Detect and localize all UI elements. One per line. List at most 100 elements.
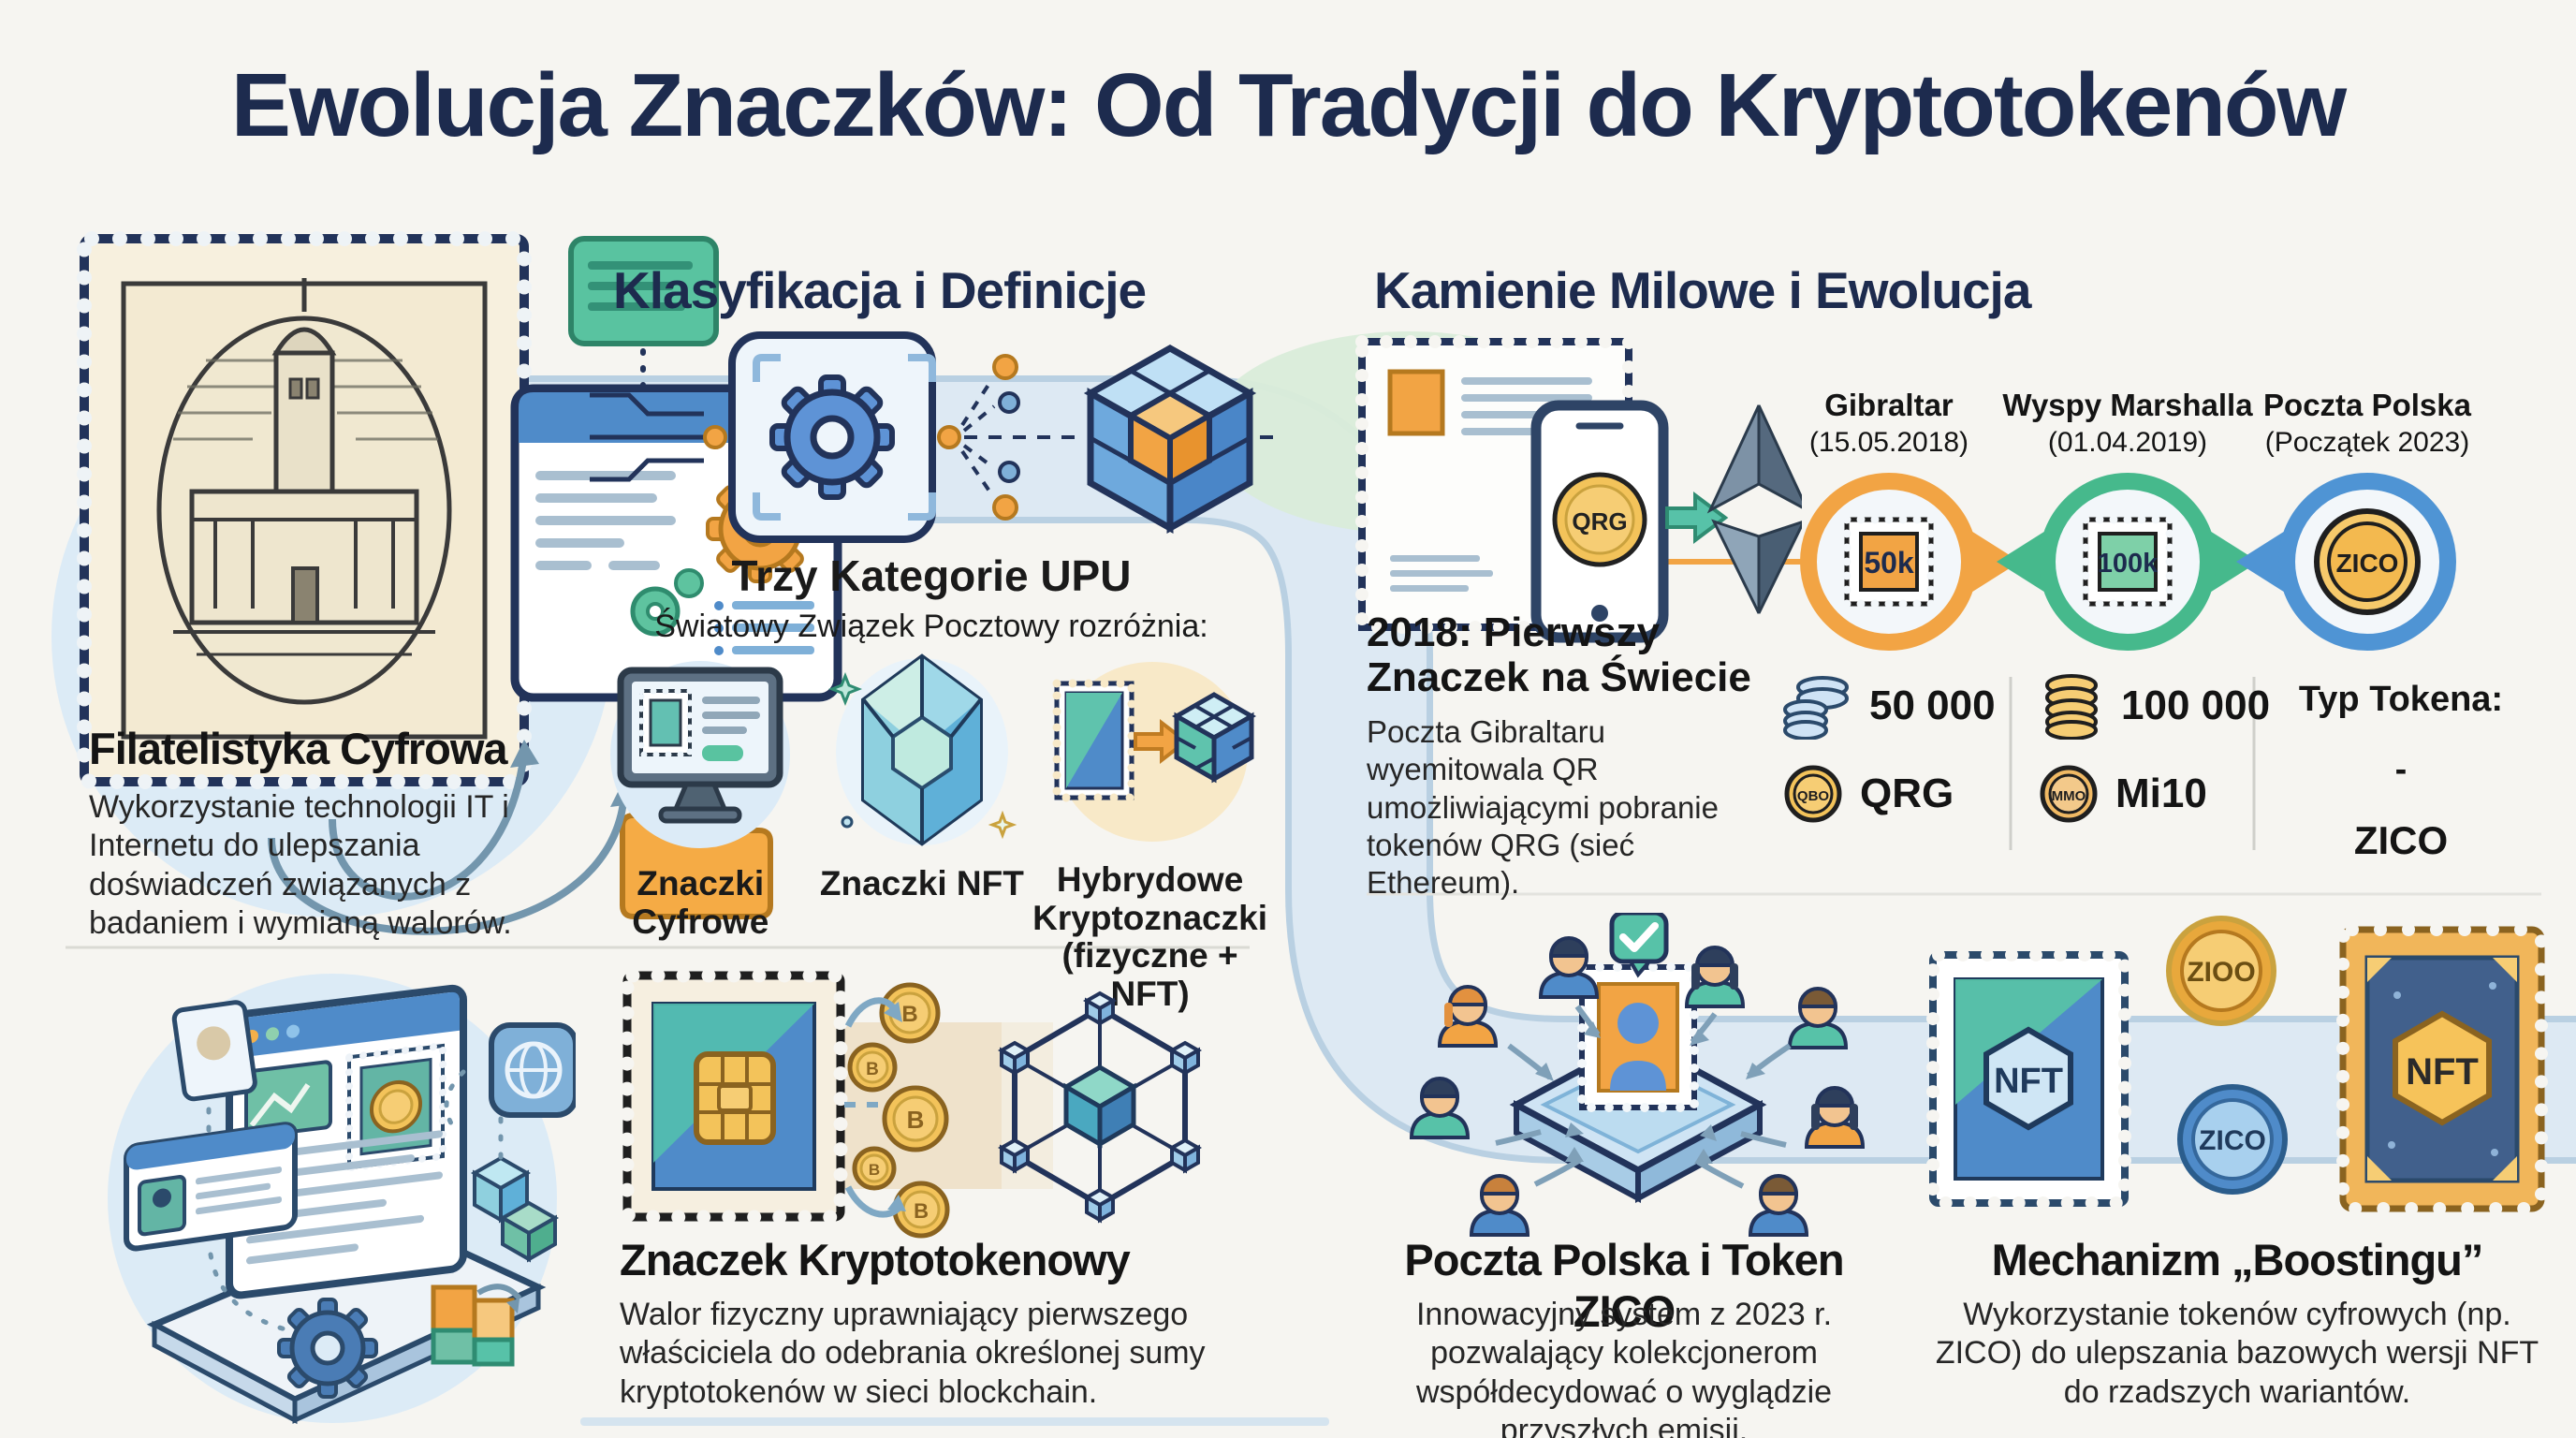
photo-card-icon [171,1000,257,1102]
first-world-heading: 2018: Pierwszy Znaczek na Świecie [1367,609,1751,701]
token-coins: B B B B B [847,982,950,1239]
green-arrow-icon [1665,492,1729,544]
avatar [1437,985,1499,1048]
milestone-marshall: Wyspy Marshalla (01.04.2019) 100k [2002,388,2253,651]
note-card-icon [568,236,719,346]
cube-icon [1083,344,1257,534]
community-voting-illustration [1409,913,1866,1237]
ethereum-icon [1706,404,1802,614]
page-title: Ewolucja Znaczków: Od Tradycji do Krypto… [230,55,2347,155]
crypto-stamp-heading: Znaczek Kryptotokenowy [620,1235,1131,1284]
boosting-body: Wykorzystanie tokenów cyfrowych (np. ZIC… [1935,1297,2539,1410]
milestone-date: (15.05.2018) [1809,427,1969,458]
avatar [1409,1077,1471,1139]
blocks-icon [431,1284,522,1367]
upu-subtitle: Światowy Związek Pocztowy rozróżnia: [654,609,1208,644]
category-label: Znaczki Cyfrowe [632,864,769,941]
node-dot [703,425,727,449]
stat-marshall: 100 000 MMO Mi10 [2039,672,2270,824]
milestone-place: Gibraltar [1824,388,1954,422]
milestone-place: Wyspy Marshalla [2002,388,2253,422]
token-type-label: Typ Tokena: [2298,680,2504,719]
arrowhead [887,1195,906,1211]
qrg-coin-label: QRG [1572,507,1627,536]
svg-text:ZICO: ZICO [2199,1125,2266,1156]
chip-stamp-icon [620,968,848,1225]
screen-stamp-coin [345,1041,446,1172]
sparkle-icon [988,810,1017,840]
first-world-body: Poczta Gibraltaru wyemitowala QR umożliw… [1367,714,1719,900]
svg-text:B: B [866,1060,879,1079]
milestone-badge: ZICO [2336,549,2399,578]
vertex-cubes [997,990,1203,1224]
nft-stamp-rare-gold: NFT [2336,923,2548,1215]
svg-text:ZIOO: ZIOO [2187,957,2255,988]
gear-icon [277,1298,378,1399]
avatar [1748,1174,1809,1237]
letter-stamp-icon [1355,335,1635,634]
crypto-stamp-illustration: B B B B B [620,968,1203,1239]
stat-token-type: Typ Tokena: - ZICO [2265,680,2537,863]
qrg-token-coin-icon: QBO [1784,765,1842,823]
zico-coin: ZICO [2314,508,2421,615]
circuit-lines [590,392,704,482]
arrowhead [884,1002,902,1022]
category-label: Hybrydowe Kryptoznaczki (fizyczne + NFT) [1032,860,1267,1014]
vintage-stamp-icon [77,231,532,789]
coin-glyph: QBO [1797,788,1830,804]
philately-heading: Filatelistyka Cyfrowa [89,724,508,773]
token-name: Mi10 [2115,770,2207,816]
svg-text:B: B [901,1002,917,1027]
check-bubble-icon [1609,913,1669,978]
monitor-stamp-icon [610,661,791,848]
townhall-building [173,278,435,656]
zico-body: Innowacyjny system z 2023 r. pozwalający… [1415,1297,1833,1438]
milestone-badge: 50k [1864,546,1914,580]
svg-text:B: B [914,1199,929,1223]
svg-text:B: B [907,1106,925,1134]
nft-label: NFT [1994,1062,2063,1101]
avatar [1469,1174,1530,1237]
sparkle-icon [827,671,862,707]
milestone-gibraltar: Gibraltar (15.05.2018) 50k [1800,388,1978,651]
milestones-timeline: Gibraltar (15.05.2018) 50k Wyspy Marshal… [1800,388,2472,651]
hybrid-stamp-icon [1052,662,1256,842]
token-type-dash: - [2394,750,2408,789]
category-digital-stamps: Znaczki Cyfrowe [590,644,812,1014]
milestone-place: Poczta Polska [2263,388,2472,422]
nft-stamp-basic: NFT [1926,948,2131,1210]
milestone-badge: 100k [2098,549,2159,579]
vote-arrowheads [1535,1021,1765,1164]
blockchain-node-icon [997,990,1203,1224]
first-crypto-stamp-illustration: QRG [1355,335,1802,643]
avatar [1538,936,1600,999]
token-name: QRG [1860,770,1954,816]
coin-stack-icon [1783,676,1849,740]
coin-stack-icon [2045,674,2098,740]
id-card-icon [124,1122,298,1252]
category-nft-stamps: Znaczki NFT [812,644,1033,1014]
token-type-value: ZICO [2353,818,2449,862]
stat-gibraltar: 50 000 QBO QRG [1783,672,1996,824]
vintage-stamp-illustration [51,231,842,935]
upu-title: Trzy Kategorie UPU [731,551,1132,600]
crystal-icon [827,653,1017,846]
nft-label: NFT [2406,1051,2479,1093]
arrowhead [510,740,539,768]
gear-frame-icon [728,331,936,543]
processing-flow-illustration [590,331,1282,543]
mi10-token-coin-icon: MMO [2040,765,2098,823]
supply-value: 50 000 [1869,682,1996,728]
avatar [1804,1086,1866,1149]
supply-value: 100 000 [2121,682,2271,728]
boosting-heading: Mechanizm „Boostingu” [1991,1235,2484,1284]
zioo-coin: ZIOO [2166,916,2276,1026]
avatar [1684,946,1746,1008]
milestone-date: (Początek 2023) [2265,427,2469,458]
crypto-stamp-body: Walor fizyczny uprawniający pierwszego w… [620,1297,1206,1410]
cube-stack-icon [470,1155,560,1263]
zico-heading: Poczta Polska i Token ZICO [1404,1235,1844,1336]
category-label: Znaczki NFT [819,864,1024,902]
classification-heading: Klasyfikacja i Definicje [613,261,1147,319]
